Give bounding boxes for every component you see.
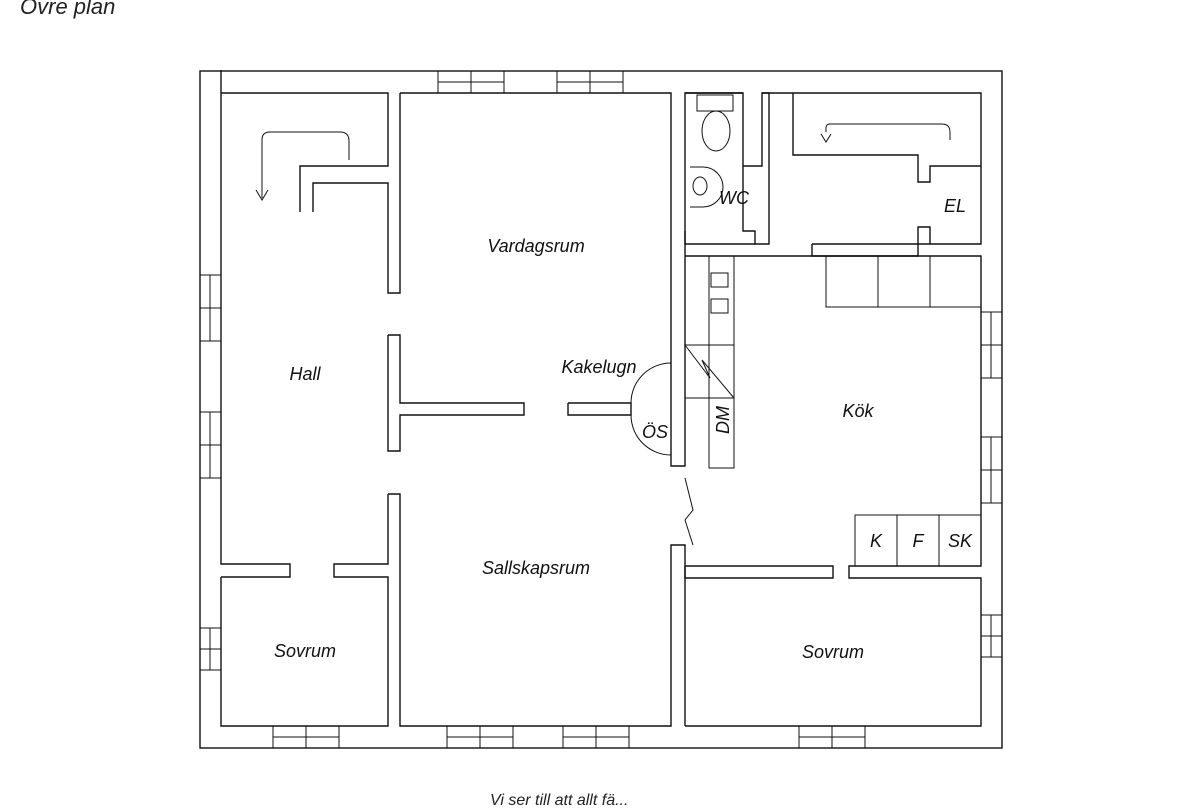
windows [199,70,1003,749]
label-wc: WC [719,188,750,208]
label-sk: SK [948,531,973,551]
stair-room [220,92,401,578]
label-sovrum-right: Sovrum [802,642,864,662]
label-hall: Hall [289,364,321,384]
kitchen-area [684,255,982,727]
door-zigzag [684,477,694,546]
label-dm: DM [713,406,733,434]
footer-note: Vi ser till att allt fä... [490,792,629,809]
page-title: Övre plan [20,0,116,19]
label-kakelugn: Kakelugn [561,357,636,377]
kakelugn-stove [630,362,672,456]
label-sallskapsrum: Sallskapsrum [482,558,590,578]
label-k: K [870,531,883,551]
label-el: EL [944,196,966,216]
label-kok: Kök [842,401,874,421]
label-sovrum-left: Sovrum [274,641,336,661]
label-os: ÖS [642,422,668,442]
label-vardagsrum: Vardagsrum [487,236,584,256]
wc-room [684,92,770,245]
bath-el-area [762,92,982,257]
label-f: F [913,531,925,551]
